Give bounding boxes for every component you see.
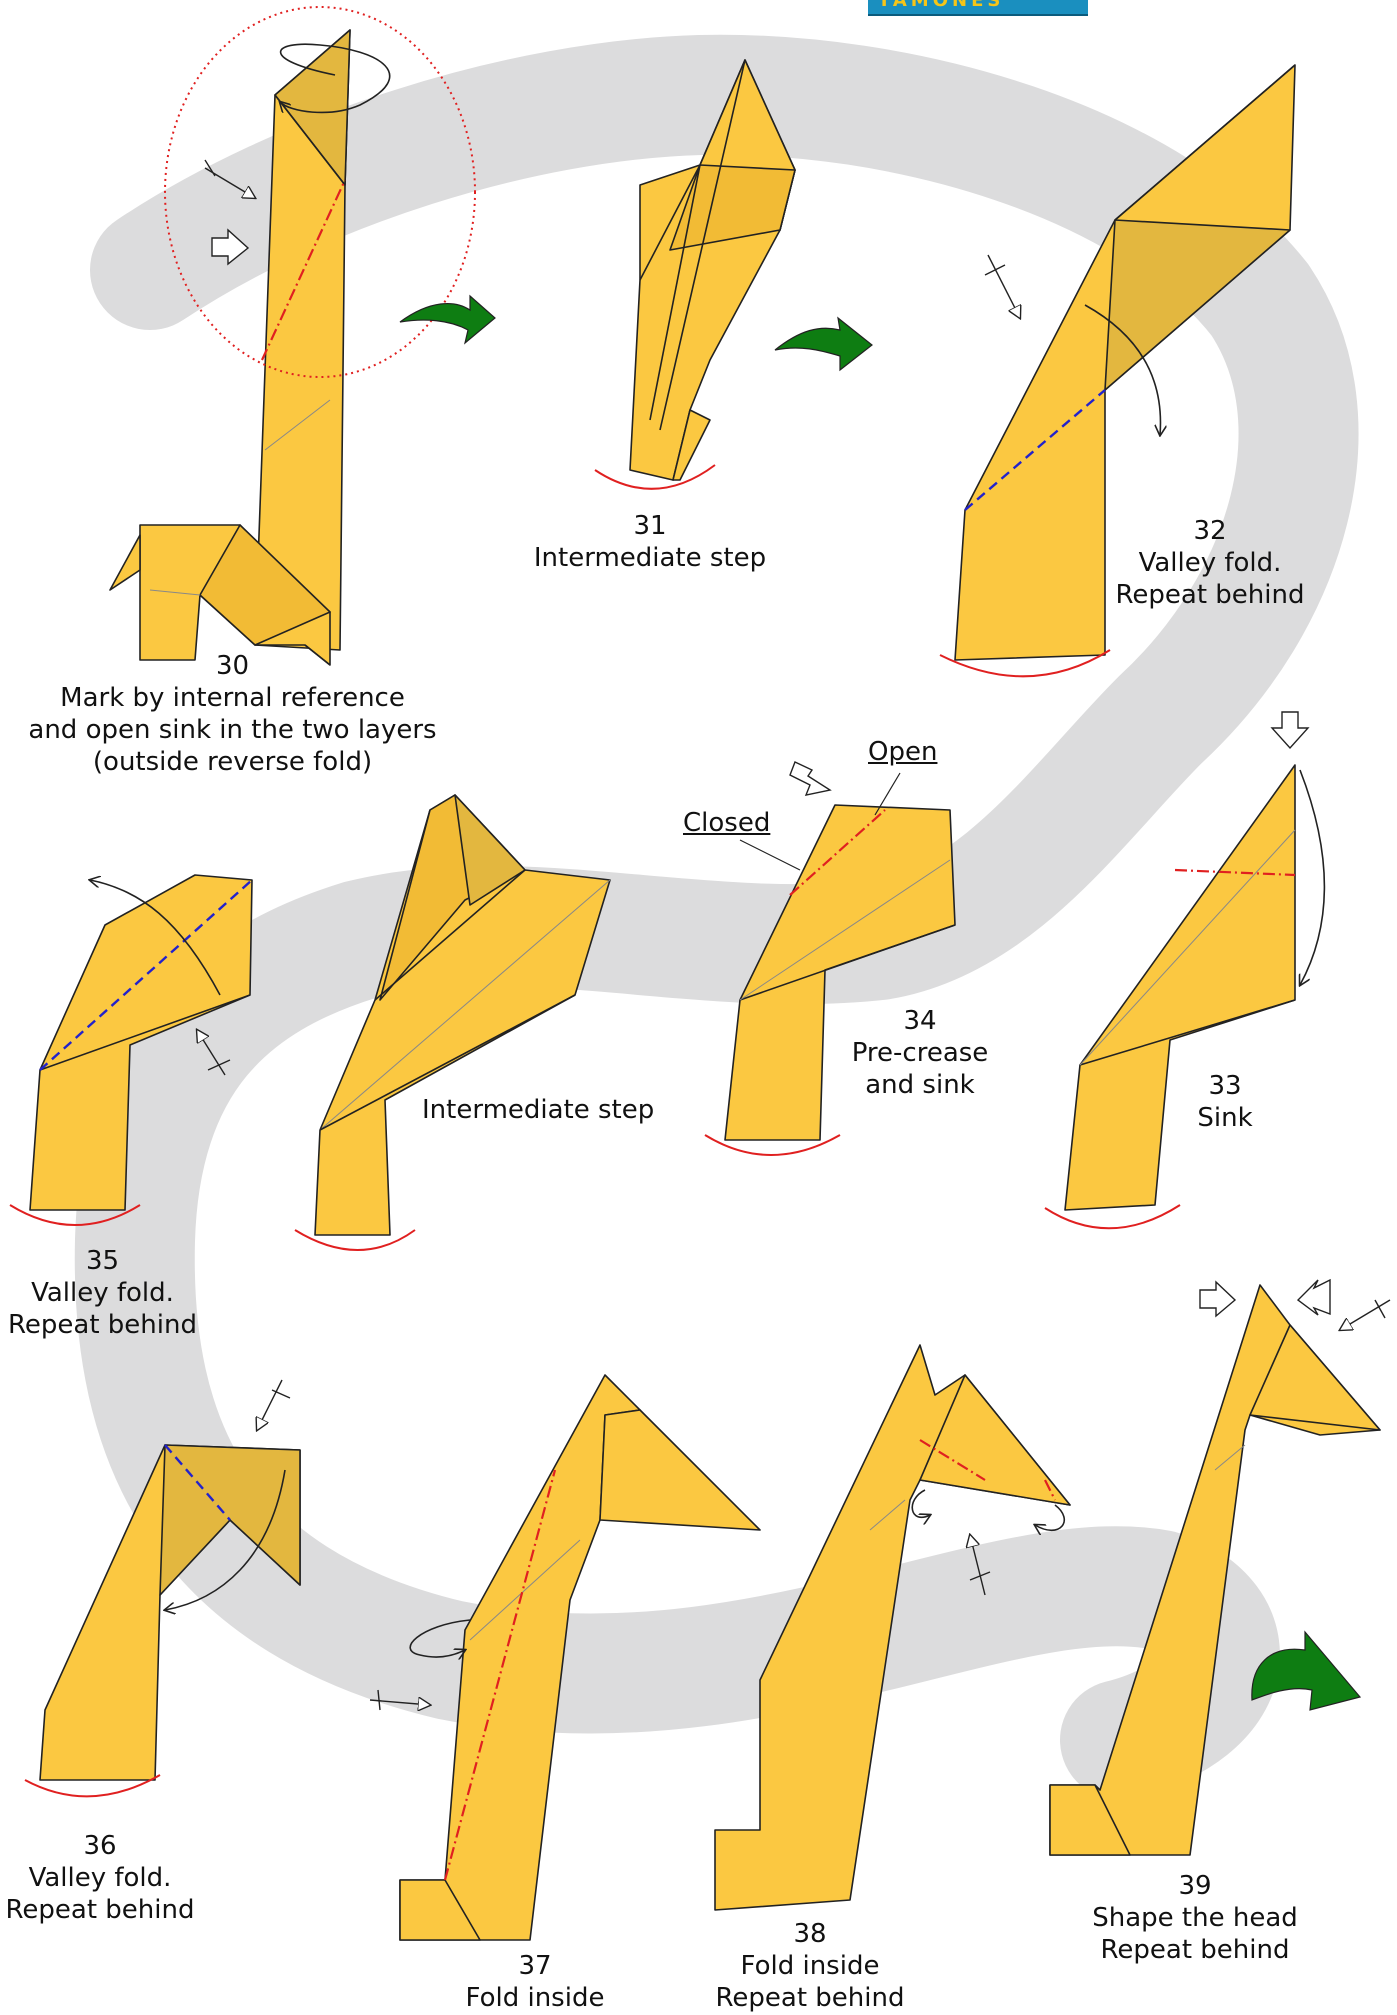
step-text: Valley fold. <box>0 1862 200 1894</box>
step-39-right-push-arrow <box>1298 1280 1330 1315</box>
step-number: 38 <box>700 1918 920 1950</box>
step-30-figure <box>110 30 350 665</box>
green-arrow-1 <box>400 296 495 343</box>
step-35-caption: 35 Valley fold. Repeat behind <box>0 1245 205 1341</box>
step-32-caption: 32 Valley fold. Repeat behind <box>1100 515 1320 611</box>
step-39-caption: 39 Shape the head Repeat behind <box>1090 1870 1300 1966</box>
step-text: (outside reverse fold) <box>0 746 465 778</box>
step-text: Repeat behind <box>1100 579 1320 611</box>
open-label: Open <box>868 737 937 767</box>
step-number: 35 <box>0 1245 205 1277</box>
step-number: 34 <box>840 1005 1000 1037</box>
step-number: 39 <box>1090 1870 1300 1902</box>
step-text: and sink <box>840 1069 1000 1101</box>
intermediate-figure <box>315 795 610 1235</box>
intermediate-step-label: Intermediate step <box>422 1095 654 1125</box>
step-text: Mark by internal reference <box>0 682 465 714</box>
step-text: Pre-crease <box>840 1037 1000 1069</box>
step-33-caption: 33 Sink <box>1170 1070 1280 1134</box>
step-number: 37 <box>445 1950 625 1982</box>
step-text: Fold inside <box>700 1950 920 1982</box>
step-38-left-curl <box>912 1490 930 1517</box>
step-number: 33 <box>1170 1070 1280 1102</box>
logo-text: TAMONES <box>878 0 1004 11</box>
step-text: Repeat behind <box>1090 1934 1300 1966</box>
step-38-right-curl <box>1035 1505 1064 1530</box>
step-39-left-push-arrow <box>1200 1282 1235 1316</box>
step-text: Valley fold. <box>1100 547 1320 579</box>
step-text: Repeat behind <box>0 1309 205 1341</box>
step-31-caption: 31 Intermediate step <box>520 510 780 574</box>
step-text: Shape the head <box>1090 1902 1300 1934</box>
step-33-swing-arrow <box>1300 770 1324 985</box>
step-number: 32 <box>1100 515 1320 547</box>
step-33-push-arrow <box>1272 712 1308 748</box>
step-34-caption: 34 Pre-crease and sink <box>840 1005 1000 1101</box>
step-number: 36 <box>0 1830 200 1862</box>
step-34-push-arrow <box>790 762 830 795</box>
step-38-caption: 38 Fold inside Repeat behind <box>700 1918 920 2014</box>
step-36-caption: 36 Valley fold. Repeat behind <box>0 1830 200 1926</box>
step-text: and open sink in the two layers <box>0 714 465 746</box>
step-text: Fold inside <box>445 1982 625 2014</box>
closed-label: Closed <box>683 808 770 838</box>
step-37-caption: 37 Fold inside <box>445 1950 625 2014</box>
closed-leader <box>740 840 800 870</box>
green-arrow-2 <box>775 318 872 370</box>
step-text: Valley fold. <box>0 1277 205 1309</box>
step-30-caption: 30 Mark by internal reference and open s… <box>0 650 465 778</box>
step-number: 30 <box>0 650 465 682</box>
logo: TAMONES <box>868 0 1088 16</box>
step-text: Repeat behind <box>700 1982 920 2014</box>
step-text: Sink <box>1170 1102 1280 1134</box>
step-text: Intermediate step <box>520 542 780 574</box>
step-number: 31 <box>520 510 780 542</box>
step-text: Repeat behind <box>0 1894 200 1926</box>
